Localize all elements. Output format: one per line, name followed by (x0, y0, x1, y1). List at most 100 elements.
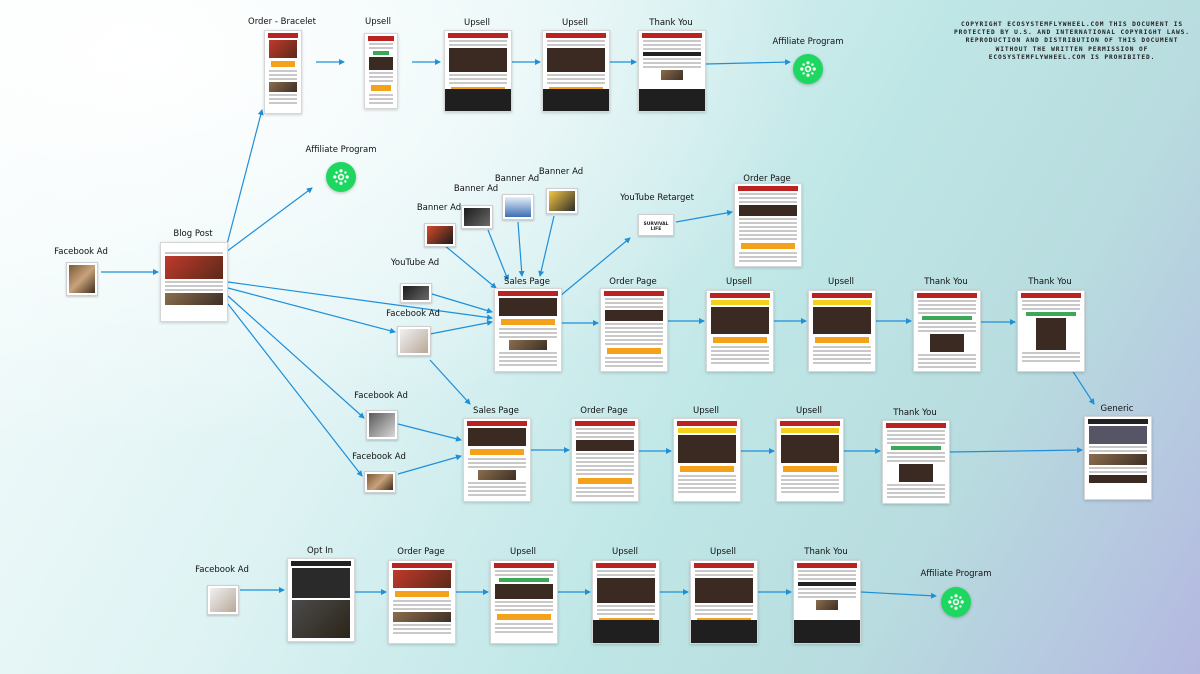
banner-ad-label: Banner Ad (538, 167, 584, 177)
affiliate-program-icon (941, 587, 971, 617)
sales-page-label: Sales Page (504, 277, 550, 287)
thank-you-page-thumbnail (793, 560, 861, 644)
upsell-label: Upsell (510, 547, 536, 557)
edge-ban3-to-sp1 (517, 221, 525, 277)
upsell-label: Upsell (562, 18, 588, 28)
edge-blog-to-af2 (225, 187, 313, 253)
edge-ban1-to-sp1 (443, 244, 497, 289)
upsell-page-thumbnail (444, 30, 512, 112)
upsell-label: Upsell (726, 277, 752, 287)
order-page-page-thumbnail (600, 288, 668, 372)
page-footer-dark (639, 89, 705, 111)
youtube-retarget-thumbnail: SURVIVAL LIFE (638, 214, 674, 236)
edge-blog-to-sp1 (227, 281, 493, 321)
thank-you-page-thumbnail (638, 30, 706, 112)
edge-fb2-to-sp2 (429, 359, 471, 405)
upsell-label: Upsell (796, 406, 822, 416)
opt-in-page-thumbnail (287, 558, 355, 642)
edge-fb2-to-sp1 (429, 320, 493, 335)
youtube-ad-label: YouTube Ad (390, 258, 440, 268)
affiliate-program-label: Affiliate Program (305, 145, 377, 155)
edge-blog-to-fb3 (227, 295, 365, 419)
upsell-page-thumbnail (364, 33, 398, 109)
network-people-icon (800, 61, 816, 77)
copyright-notice: COPYRIGHT ECOSYSTEMFLYWHEEL.COM THIS DOC… (954, 21, 1190, 61)
order-page-page-thumbnail (734, 183, 802, 267)
thank-you-page-thumbnail (1017, 290, 1085, 372)
page-footer-dark (691, 620, 757, 643)
facebook-ad-label: Facebook Ad (54, 247, 108, 257)
edge-ty4-to-af3 (860, 591, 937, 599)
order-page-label: Order Page (580, 406, 628, 416)
youtube-retarget-label: YouTube Retarget (620, 193, 694, 203)
edge-ytr-to-op0 (675, 209, 733, 223)
edge-ty3-to-gen (949, 447, 1083, 454)
facebook-ad-thumbnail (364, 471, 396, 493)
thank-you-label: Thank You (893, 408, 937, 418)
banner-ad-label: Banner Ad (416, 203, 462, 213)
order-page-label: Order Page (743, 174, 791, 184)
banner-ad-label: Banner Ad (453, 184, 499, 194)
thank-you-page-thumbnail (882, 420, 950, 504)
facebook-ad-thumbnail (366, 410, 398, 440)
edge-blog-to-fb2 (227, 287, 396, 334)
blog-post-label: Blog Post (173, 229, 213, 239)
page-footer-dark (794, 620, 860, 643)
thank-you-page-thumbnail (913, 290, 981, 372)
banner-ad-thumbnail (546, 188, 578, 214)
upsell-page-thumbnail (592, 560, 660, 644)
edge-sp1-to-ytr (559, 237, 631, 297)
upsell-label: Upsell (710, 547, 736, 557)
affiliate-program-icon (326, 162, 356, 192)
thank-you-label: Thank You (1028, 277, 1072, 287)
edge-ban2-to-sp1 (487, 229, 509, 281)
banner-ad-thumbnail (461, 205, 493, 229)
sales-page-page-thumbnail (463, 418, 531, 502)
upsell-page-thumbnail (808, 290, 876, 372)
banner-ad-thumbnail (424, 223, 456, 247)
order-page-label: Order Page (397, 547, 445, 557)
edge-ytad-to-sp1 (431, 293, 493, 314)
page-footer-dark (593, 620, 659, 643)
generic-page-thumbnail (1084, 416, 1152, 500)
generic-label: Generic (1100, 404, 1134, 414)
thank-you-label: Thank You (649, 18, 693, 28)
sales-page-label: Sales Page (473, 406, 519, 416)
upsell-page-thumbnail (706, 290, 774, 372)
edge-ban4-to-sp1 (538, 215, 555, 277)
facebook-ad-label: Facebook Ad (352, 452, 406, 462)
edge-blog-to-fb4 (227, 303, 363, 477)
upsell-page-thumbnail (776, 418, 844, 502)
page-footer-dark (445, 89, 511, 111)
upsell-page-thumbnail (542, 30, 610, 112)
upsell-label: Upsell (828, 277, 854, 287)
blog-post-page-thumbnail (160, 242, 228, 322)
facebook-ad-thumbnail (66, 262, 98, 296)
affiliate-program-icon (793, 54, 823, 84)
banner-ad-label: Banner Ad (494, 174, 540, 184)
sales-page-page-thumbnail (494, 288, 562, 372)
upsell-page-thumbnail (490, 560, 558, 644)
upsell-page-thumbnail (673, 418, 741, 502)
upsell-page-thumbnail (690, 560, 758, 644)
upsell-label: Upsell (612, 547, 638, 557)
survival-life-logo: SURVIVAL LIFE (643, 222, 669, 232)
edge-ty1-to-af1 (705, 59, 791, 66)
order-bracelet-page-thumbnail (264, 30, 302, 114)
edge-fb4-to-sp2 (397, 454, 462, 475)
thank-you-label: Thank You (804, 547, 848, 557)
edge-blog-to-obr (225, 109, 264, 249)
facebook-ad-label: Facebook Ad (386, 309, 440, 319)
opt-in-label: Opt In (306, 546, 334, 556)
order-page-label: Order Page (609, 277, 657, 287)
edge-ty2b-to-gen (1071, 369, 1095, 405)
upsell-label: Upsell (365, 17, 391, 27)
facebook-ad-label: Facebook Ad (354, 391, 408, 401)
upsell-label: Upsell (693, 406, 719, 416)
affiliate-program-label: Affiliate Program (772, 37, 844, 47)
upsell-label: Upsell (464, 18, 490, 28)
thank-you-label: Thank You (924, 277, 968, 287)
order-page-page-thumbnail (571, 418, 639, 502)
